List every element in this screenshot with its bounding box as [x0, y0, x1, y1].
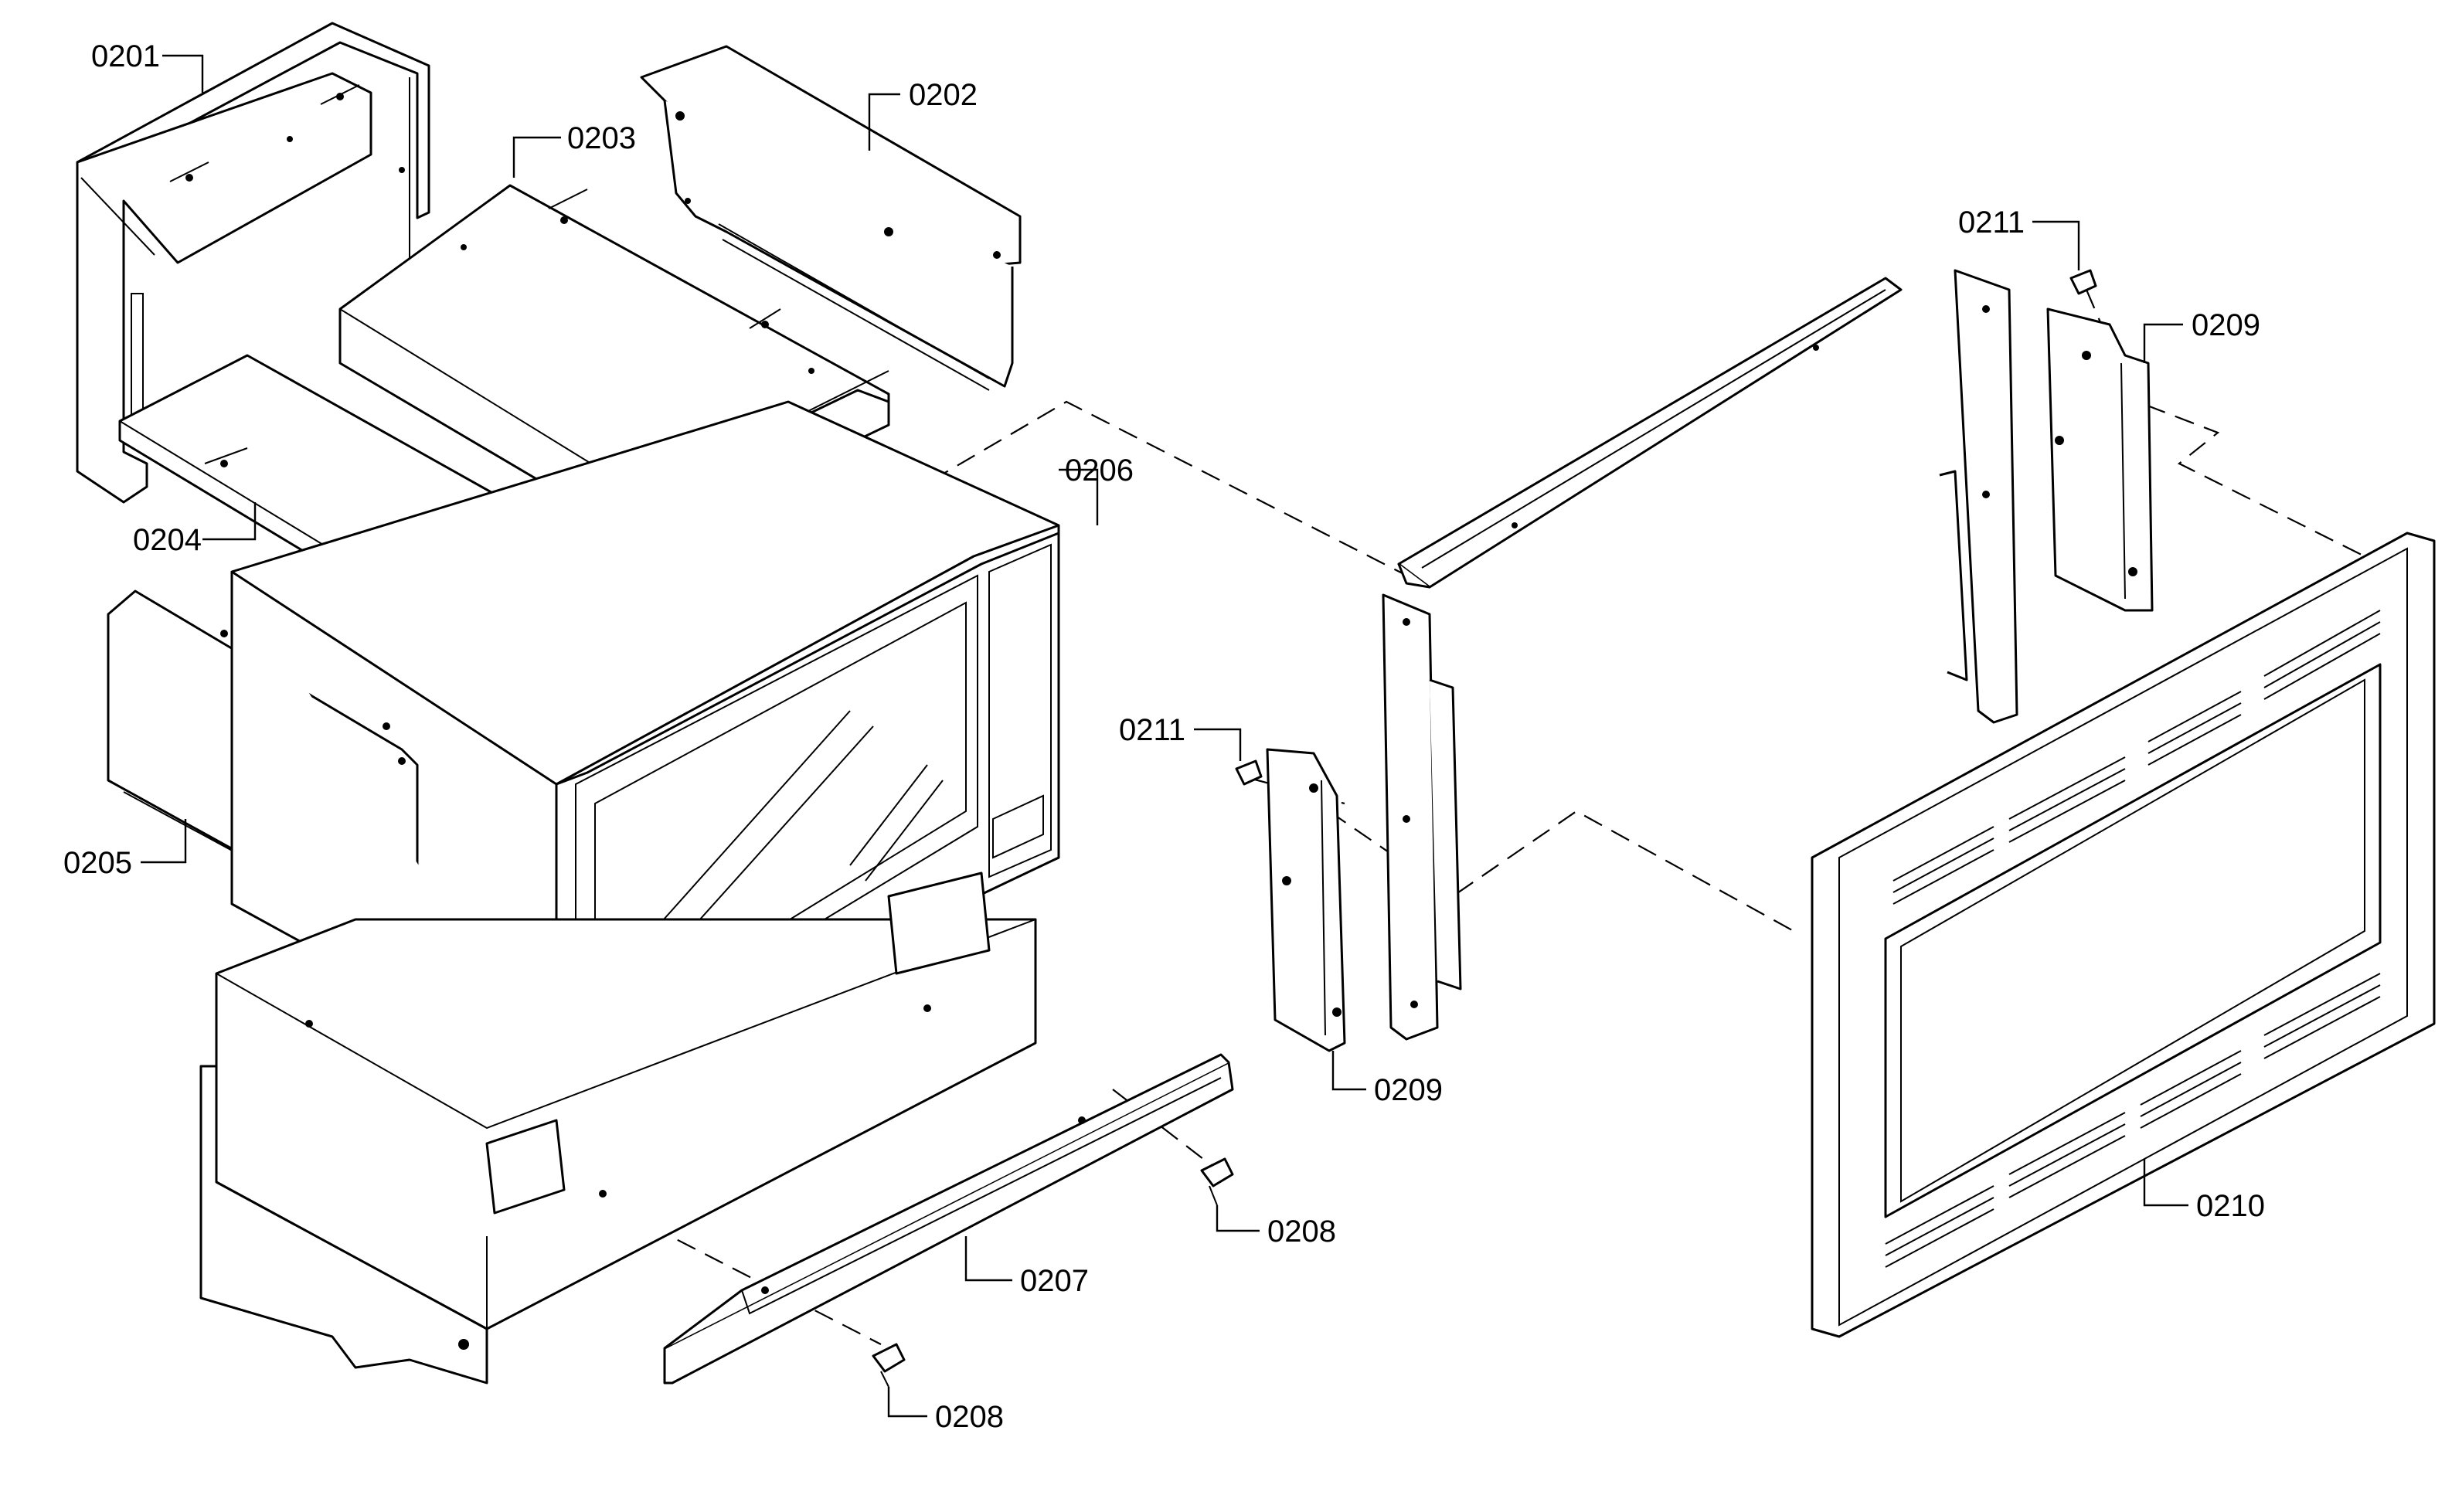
- callout-0211-right: 0211: [1958, 206, 2025, 240]
- part-0202-rear-bracket: [640, 45, 1022, 391]
- vent-slots-top: [1892, 610, 2381, 905]
- part-0211-screw-left: [1235, 759, 1263, 786]
- alignment-line-screw-0208-lower: [594, 1197, 882, 1345]
- alignment-line-screw-0208-upper: [1112, 1089, 1214, 1167]
- leader-0208-upper: [1216, 1205, 1260, 1232]
- leader-0211-right: [2032, 220, 2080, 270]
- callout-0206: 0206: [1065, 454, 1134, 488]
- callout-0201: 0201: [91, 39, 160, 73]
- leader-0211-left: [1194, 728, 1242, 761]
- part-0209-side-bracket-left: [1266, 748, 1346, 1052]
- callout-0209-upper: 0209: [2192, 308, 2260, 342]
- part-0211-screw-right: [2069, 269, 2097, 295]
- callout-0203: 0203: [567, 121, 636, 155]
- part-0207-trim-rail: [663, 1053, 1234, 1385]
- side-rail-left: [1382, 593, 1462, 1041]
- leader-0206: [1059, 468, 1099, 525]
- part-0208-screw-upper: [1200, 1157, 1234, 1206]
- alignment-line-top: [610, 400, 1430, 669]
- part-0201-side-shroud: [76, 22, 430, 504]
- top-rail: [1397, 277, 1903, 589]
- part-0209-side-bracket-right: [2046, 307, 2154, 612]
- callout-0209-lower: 0209: [1374, 1073, 1443, 1107]
- leader-0207: [964, 1236, 1012, 1282]
- callout-labels: 0201 0202 0203 0204 0205 0206 0207 0208 …: [63, 39, 2265, 1434]
- leader-lines: [141, 54, 2188, 1418]
- leader-0208-lower: [887, 1387, 927, 1418]
- callout-0204: 0204: [133, 523, 202, 557]
- leader-0209-upper: [2143, 323, 2183, 363]
- leader-0203: [512, 136, 561, 178]
- vent-slots-bottom: [1885, 973, 2381, 1268]
- callout-0210: 0210: [2196, 1189, 2265, 1223]
- alignment-line-right: [2117, 392, 2365, 557]
- callout-0205: 0205: [63, 846, 132, 880]
- leader-0205: [141, 819, 187, 864]
- callout-0207: 0207: [1020, 1264, 1089, 1298]
- leader-0204: [202, 502, 257, 541]
- leader-0201: [162, 54, 204, 93]
- leader-0209-lower: [1331, 1051, 1366, 1091]
- callout-0211-left: 0211: [1119, 713, 1185, 747]
- callout-0202: 0202: [909, 78, 978, 112]
- leader-0202: [868, 93, 900, 151]
- part-0208-screw-lower: [872, 1343, 906, 1388]
- leader-0210: [2143, 1159, 2188, 1207]
- base-enclosure: [199, 872, 1037, 1385]
- callout-0208-upper: 0208: [1267, 1215, 1336, 1249]
- callout-0208-lower: 0208: [935, 1400, 1004, 1434]
- side-rail-right: [1939, 269, 2018, 724]
- part-0210-trim-frame: [1811, 532, 2436, 1338]
